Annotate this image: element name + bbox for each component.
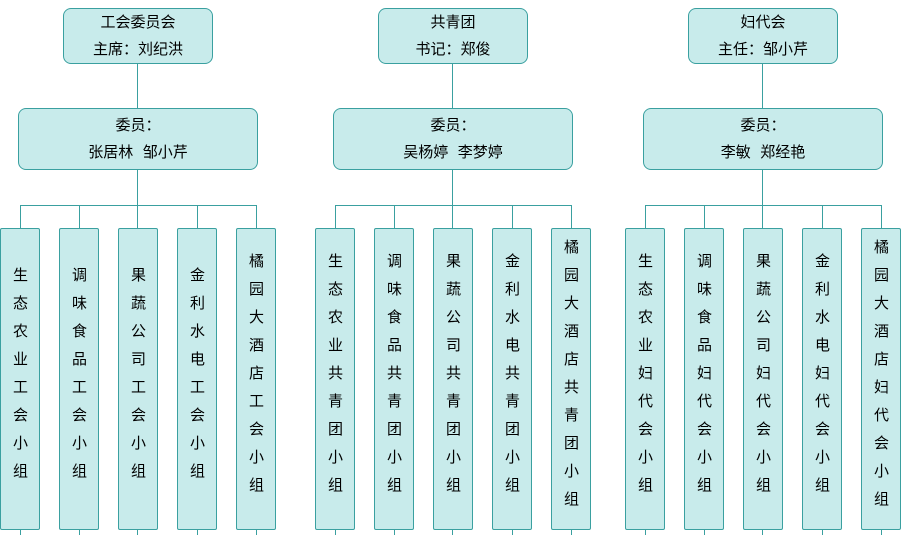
leaf-box: 生态农业共青团小组 <box>315 228 355 530</box>
root-subtitle: 主席：刘纪洪 <box>92 40 183 58</box>
connector-line <box>512 530 513 535</box>
connector-line <box>512 205 513 228</box>
root-box: 共青团 书记：郑俊 <box>378 8 528 64</box>
leaf-label: 金利水电工会小组 <box>188 267 206 491</box>
connector-line <box>452 170 453 205</box>
leaf-box: 果蔬公司妇代会小组 <box>743 228 783 530</box>
connector-line <box>79 530 80 535</box>
leaf-label: 生态农业妇代会小组 <box>636 253 654 505</box>
leaf-box: 生态农业妇代会小组 <box>625 228 665 530</box>
connector-line <box>256 205 257 228</box>
connector-line <box>137 205 138 228</box>
connector-line <box>197 530 198 535</box>
leaf-label: 调味食品共青团小组 <box>385 253 403 505</box>
root-title: 工会委员会 <box>100 13 176 31</box>
connector-line <box>79 205 80 228</box>
leaf-box: 橘园大酒店妇代会小组 <box>861 228 901 530</box>
leaf-box: 调味食品妇代会小组 <box>684 228 724 530</box>
leaf-box: 橘园大酒店工会小组 <box>236 228 276 530</box>
committee-box: 委员： 李敏 郑经艳 <box>643 108 883 170</box>
leaf-label: 金利水电共青团小组 <box>503 253 521 505</box>
committee-members: 张居林 邹小芹 <box>88 143 188 161</box>
leaf-box: 调味食品共青团小组 <box>374 228 414 530</box>
leaf-box: 橘园大酒店共青团小组 <box>551 228 591 530</box>
leaf-label: 橘园大酒店共青团小组 <box>562 239 580 519</box>
committee-label: 委员： <box>740 116 786 134</box>
connector-line <box>452 530 453 535</box>
root-subtitle: 主任：邹小芹 <box>717 40 808 58</box>
connector-line <box>335 205 572 206</box>
connector-line <box>571 205 572 228</box>
connector-line <box>452 205 453 228</box>
connector-line <box>704 205 705 228</box>
committee-label: 委员： <box>115 116 161 134</box>
connector-line <box>822 530 823 535</box>
connector-line <box>704 530 705 535</box>
connector-line <box>335 205 336 228</box>
tree-youth-league: 共青团 书记：郑俊 委员： 吴杨婷 李梦婷 生态农业共青团小组 调味食品共青团小… <box>315 0 595 535</box>
leaf-label: 金利水电妇代会小组 <box>813 253 831 505</box>
connector-line <box>335 530 336 535</box>
tree-womens-congress: 妇代会 主任：邹小芹 委员： 李敏 郑经艳 生态农业妇代会小组 调味食品妇代会小… <box>625 0 905 535</box>
connector-line <box>881 205 882 228</box>
leaf-box: 果蔬公司工会小组 <box>118 228 158 530</box>
leaf-label: 生态农业工会小组 <box>11 267 29 491</box>
connector-line <box>137 64 138 108</box>
connector-line <box>256 530 257 535</box>
committee-members: 李敏 郑经艳 <box>720 143 806 161</box>
leaf-label: 果蔬公司工会小组 <box>129 267 147 491</box>
connector-line <box>645 205 646 228</box>
leaf-box: 金利水电工会小组 <box>177 228 217 530</box>
leaf-box: 果蔬公司共青团小组 <box>433 228 473 530</box>
root-box: 妇代会 主任：邹小芹 <box>688 8 838 64</box>
leaf-box: 金利水电共青团小组 <box>492 228 532 530</box>
connector-line <box>881 530 882 535</box>
leaf-box: 金利水电妇代会小组 <box>802 228 842 530</box>
connector-line <box>394 205 395 228</box>
leaf-label: 调味食品工会小组 <box>70 267 88 491</box>
leaf-box: 生态农业工会小组 <box>0 228 40 530</box>
connector-line <box>394 530 395 535</box>
connector-line <box>822 205 823 228</box>
leaf-label: 橘园大酒店妇代会小组 <box>872 239 890 519</box>
connector-line <box>197 205 198 228</box>
connector-line <box>762 530 763 535</box>
leaf-label: 果蔬公司妇代会小组 <box>754 253 772 505</box>
connector-line <box>20 205 257 206</box>
connector-line <box>762 205 763 228</box>
tree-union-committee: 工会委员会 主席：刘纪洪 委员： 张居林 邹小芹 生态农业工会小组 调味食品工会… <box>0 0 280 535</box>
committee-box: 委员： 张居林 邹小芹 <box>18 108 258 170</box>
leaf-label: 生态农业共青团小组 <box>326 253 344 505</box>
committee-members: 吴杨婷 李梦婷 <box>403 143 503 161</box>
root-box: 工会委员会 主席：刘纪洪 <box>63 8 213 64</box>
leaf-label: 果蔬公司共青团小组 <box>444 253 462 505</box>
connector-line <box>571 530 572 535</box>
leaf-box: 调味食品工会小组 <box>59 228 99 530</box>
root-subtitle: 书记：郑俊 <box>415 40 491 58</box>
connector-line <box>452 64 453 108</box>
leaf-label: 调味食品妇代会小组 <box>695 253 713 505</box>
root-title: 妇代会 <box>740 13 786 31</box>
connector-line <box>137 530 138 535</box>
root-title: 共青团 <box>430 13 476 31</box>
connector-line <box>645 530 646 535</box>
connector-line <box>762 64 763 108</box>
connector-line <box>645 205 882 206</box>
committee-label: 委员： <box>430 116 476 134</box>
leaf-label: 橘园大酒店工会小组 <box>247 253 265 505</box>
connector-line <box>137 170 138 205</box>
committee-box: 委员： 吴杨婷 李梦婷 <box>333 108 573 170</box>
connector-line <box>762 170 763 205</box>
connector-line <box>20 530 21 535</box>
connector-line <box>20 205 21 228</box>
